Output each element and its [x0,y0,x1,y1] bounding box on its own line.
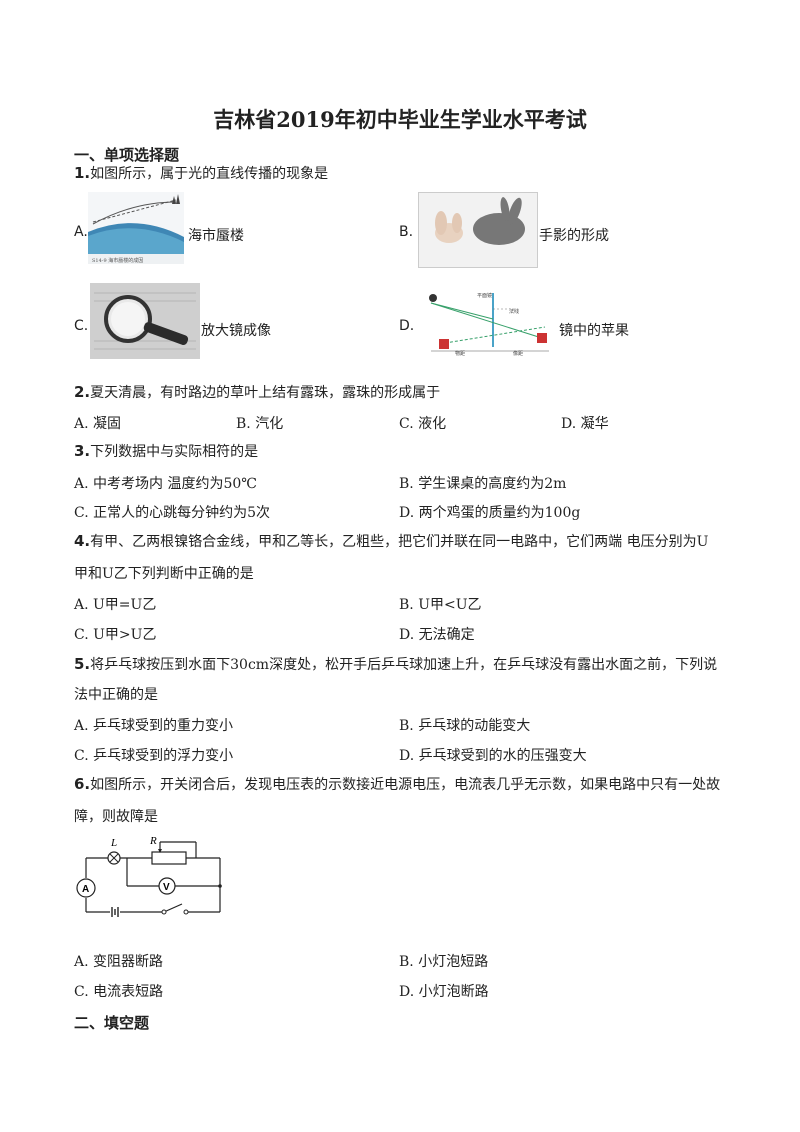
mirage-caption: S14-9 海市蜃楼的成因 [92,257,143,264]
mirage-image: S14-9 海市蜃楼的成因 [88,192,184,264]
q4-option-d: D. 无法确定 [399,627,475,643]
q2-option-b: B. 汽化 [236,416,284,432]
q5-option-c: C. 乒乓球受到的浮力变小 [74,748,234,764]
q2-option-d: D. 凝华 [561,416,609,432]
section-heading-1: 一、单项选择题 [74,146,180,164]
option-a-text: 海市蜃楼 [188,228,244,244]
q6-option-d: D. 小灯泡断路 [399,984,489,1000]
question-6-line2: 障，则故障是 [74,809,158,825]
question-1: 1.如图所示，属于光的直线传播的现象是 [74,163,328,183]
resistor-label: R [149,835,157,847]
normal-label: 法线 [509,308,519,315]
q6-option-b: B. 小灯泡短路 [399,954,489,970]
question-text: 如图所示，属于光的直线传播的现象是 [90,166,329,182]
q2-option-c: C. 液化 [399,416,447,432]
voltmeter-label: V [163,882,170,893]
option-b-text: 手影的形成 [539,228,609,244]
q3-option-c: C. 正常人的心跳每分钟约为5次 [74,505,271,521]
q6-option-a: A. 变阻器断路 [74,954,164,970]
option-d-text: 镜中的苹果 [559,323,629,339]
section-heading-2: 二、填空题 [74,1014,150,1032]
q3-option-b: B. 学生课桌的高度约为2m [399,476,567,492]
option-c-text: 放大镜成像 [201,323,271,339]
q6-option-c: C. 电流表短路 [74,984,164,1000]
circuit-diagram: L R A V [72,830,232,920]
question-4-line2: 甲和U乙下列判断中正确的是 [74,566,254,582]
mirror-label: 平面镜 [477,292,492,299]
object-distance-label: 物距 [455,350,465,357]
page-title: 吉林省2019年初中毕业生学业水平考试 [213,107,587,132]
option-a-label: A. [74,224,88,240]
q4-option-c: C. U甲>U乙 [74,627,157,643]
q2-option-a: A. 凝固 [74,416,122,432]
q5-option-b: B. 乒乓球的动能变大 [399,718,531,734]
hand-shadow-image [418,192,538,268]
q5-option-d: D. 乒乓球受到的水的压强变大 [399,748,587,764]
question-5: 5.将乒乓球按压到水面下30cm深度处，松开手后乒乓球加速上升，在乒乓球没有露出… [74,655,718,673]
magnifier-image [90,283,200,359]
question-4: 4.有甲、乙两根镍铬合金线，甲和乙等长，乙粗些，把它们并联在同一电路中，它们两端… [74,532,709,550]
q4-option-a: A. U甲=U乙 [74,597,157,613]
q3-option-d: D. 两个鸡蛋的质量约为100g [399,505,581,521]
lamp-label: L [110,837,117,849]
q4-option-b: B. U甲<U乙 [399,597,482,613]
mirror-apple-diagram: 平面镜 法线 物距 像距 [425,289,555,357]
question-3: 3.下列数据中与实际相符的是 [74,442,259,460]
ammeter-label: A [82,884,89,895]
q5-option-a: A. 乒乓球受到的重力变小 [74,718,234,734]
question-2: 2.夏天清晨，有时路边的草叶上结有露珠，露珠的形成属于 [74,383,441,401]
option-c-label: C. [74,318,89,334]
image-distance-label: 像距 [513,350,523,357]
question-number: 1. [74,164,91,182]
question-6: 6.如图所示，开关闭合后，发现电压表的示数接近电源电压，电流表几乎无示数，如果电… [74,775,721,793]
q3-option-a: A. 中考考场内 温度约为50℃ [74,476,257,492]
question-5-line2: 法中正确的是 [74,687,158,703]
option-d-label: D. [399,318,415,334]
option-b-label: B. [399,224,414,240]
